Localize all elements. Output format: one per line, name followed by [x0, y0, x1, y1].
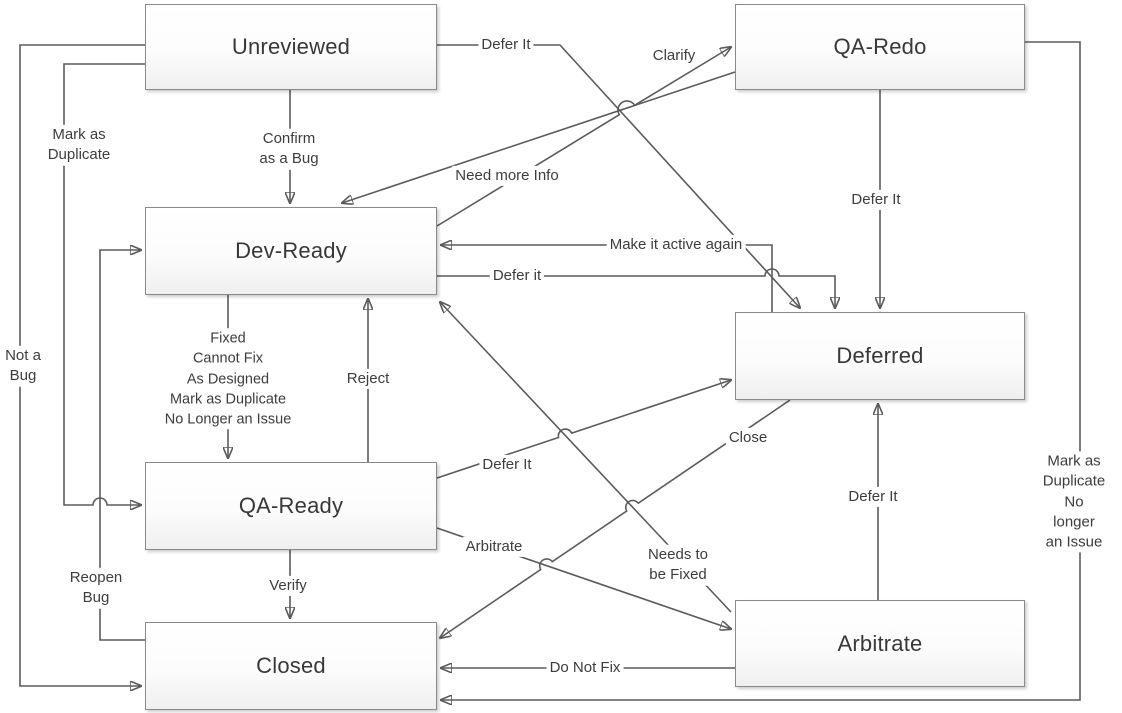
- node-qa-redo: QA-Redo: [735, 4, 1025, 90]
- edge-label-qaredo-defer: Defer It: [848, 189, 904, 211]
- edge-label-unreviewed-defer: Defer It: [478, 34, 534, 56]
- edge-deferred-make-active-line: [441, 245, 773, 312]
- node-arbitrate-label: Arbitrate: [837, 630, 923, 656]
- edge-label-unreviewed-not-a-bug: Not a Bug: [2, 345, 44, 387]
- edge-label-closed-reopen: Reopen Bug: [66, 567, 126, 609]
- edge-label-devready-defer: Defer it: [489, 265, 545, 287]
- edge-label-unreviewed-mark-duplicate: Mark as Duplicate: [44, 124, 114, 166]
- edge-label-arbitrate-do-not-fix: Do Not Fix: [546, 657, 624, 679]
- node-closed-label: Closed: [256, 653, 326, 678]
- edge-qaredo-mark-duplicate-line: [441, 41, 1081, 700]
- edge-closed-reopen-line: [99, 250, 145, 641]
- edge-label-deferred-close: Close: [725, 427, 771, 449]
- edge-unreviewed-mark-duplicate-line: [63, 63, 145, 505]
- edge-label-qaready-verify: Verify: [266, 575, 310, 597]
- edge-label-qaready-arbitrate: Arbitrate: [462, 536, 526, 558]
- edge-label-arbitrate-needs-fixed: Needs to be Fixed: [644, 544, 712, 586]
- edge-label-arbitrate-defer: Defer It: [845, 486, 901, 508]
- edge-label-qaredo-need-more-info: Need more Info: [452, 165, 562, 187]
- edge-qaready-defer-line: [436, 380, 731, 479]
- node-qa-redo-label: QA-Redo: [833, 34, 927, 59]
- node-arbitrate: Arbitrate: [735, 600, 1025, 687]
- node-deferred: Deferred: [735, 312, 1025, 400]
- edge-label-qaready-defer: Defer It: [479, 454, 535, 476]
- node-qa-ready-label: QA-Ready: [238, 493, 344, 518]
- node-qa-ready: QA-Ready: [145, 462, 437, 550]
- node-closed: Closed: [145, 622, 437, 710]
- node-dev-ready-label: Dev-Ready: [235, 238, 347, 263]
- edge-label-devready-resolve: Fixed Cannot Fix As Designed Mark as Dup…: [161, 328, 295, 430]
- edge-devready-defer-line: [437, 268, 835, 308]
- node-unreviewed-label: Unreviewed: [231, 34, 351, 59]
- edge-qaredo-need-more-info-line: [342, 71, 736, 203]
- edge-label-devready-clarify: Clarify: [649, 45, 699, 67]
- edge-label-qaredo-mark-duplicate: Mark as Duplicate No longer an Issue: [1039, 451, 1109, 553]
- edge-label-unreviewed-confirm: Confirm as a Bug: [256, 128, 322, 170]
- edge-label-deferred-make-active: Make it active again: [606, 234, 746, 256]
- edge-deferred-close-line: [440, 399, 791, 638]
- edge-devready-clarify-line: [436, 47, 731, 227]
- node-dev-ready: Dev-Ready: [145, 207, 437, 295]
- node-unreviewed: Unreviewed: [145, 4, 437, 90]
- edge-unreviewed-defer-line: [437, 44, 800, 308]
- node-deferred-label: Deferred: [836, 343, 924, 368]
- edge-label-qaready-reject: Reject: [343, 368, 393, 390]
